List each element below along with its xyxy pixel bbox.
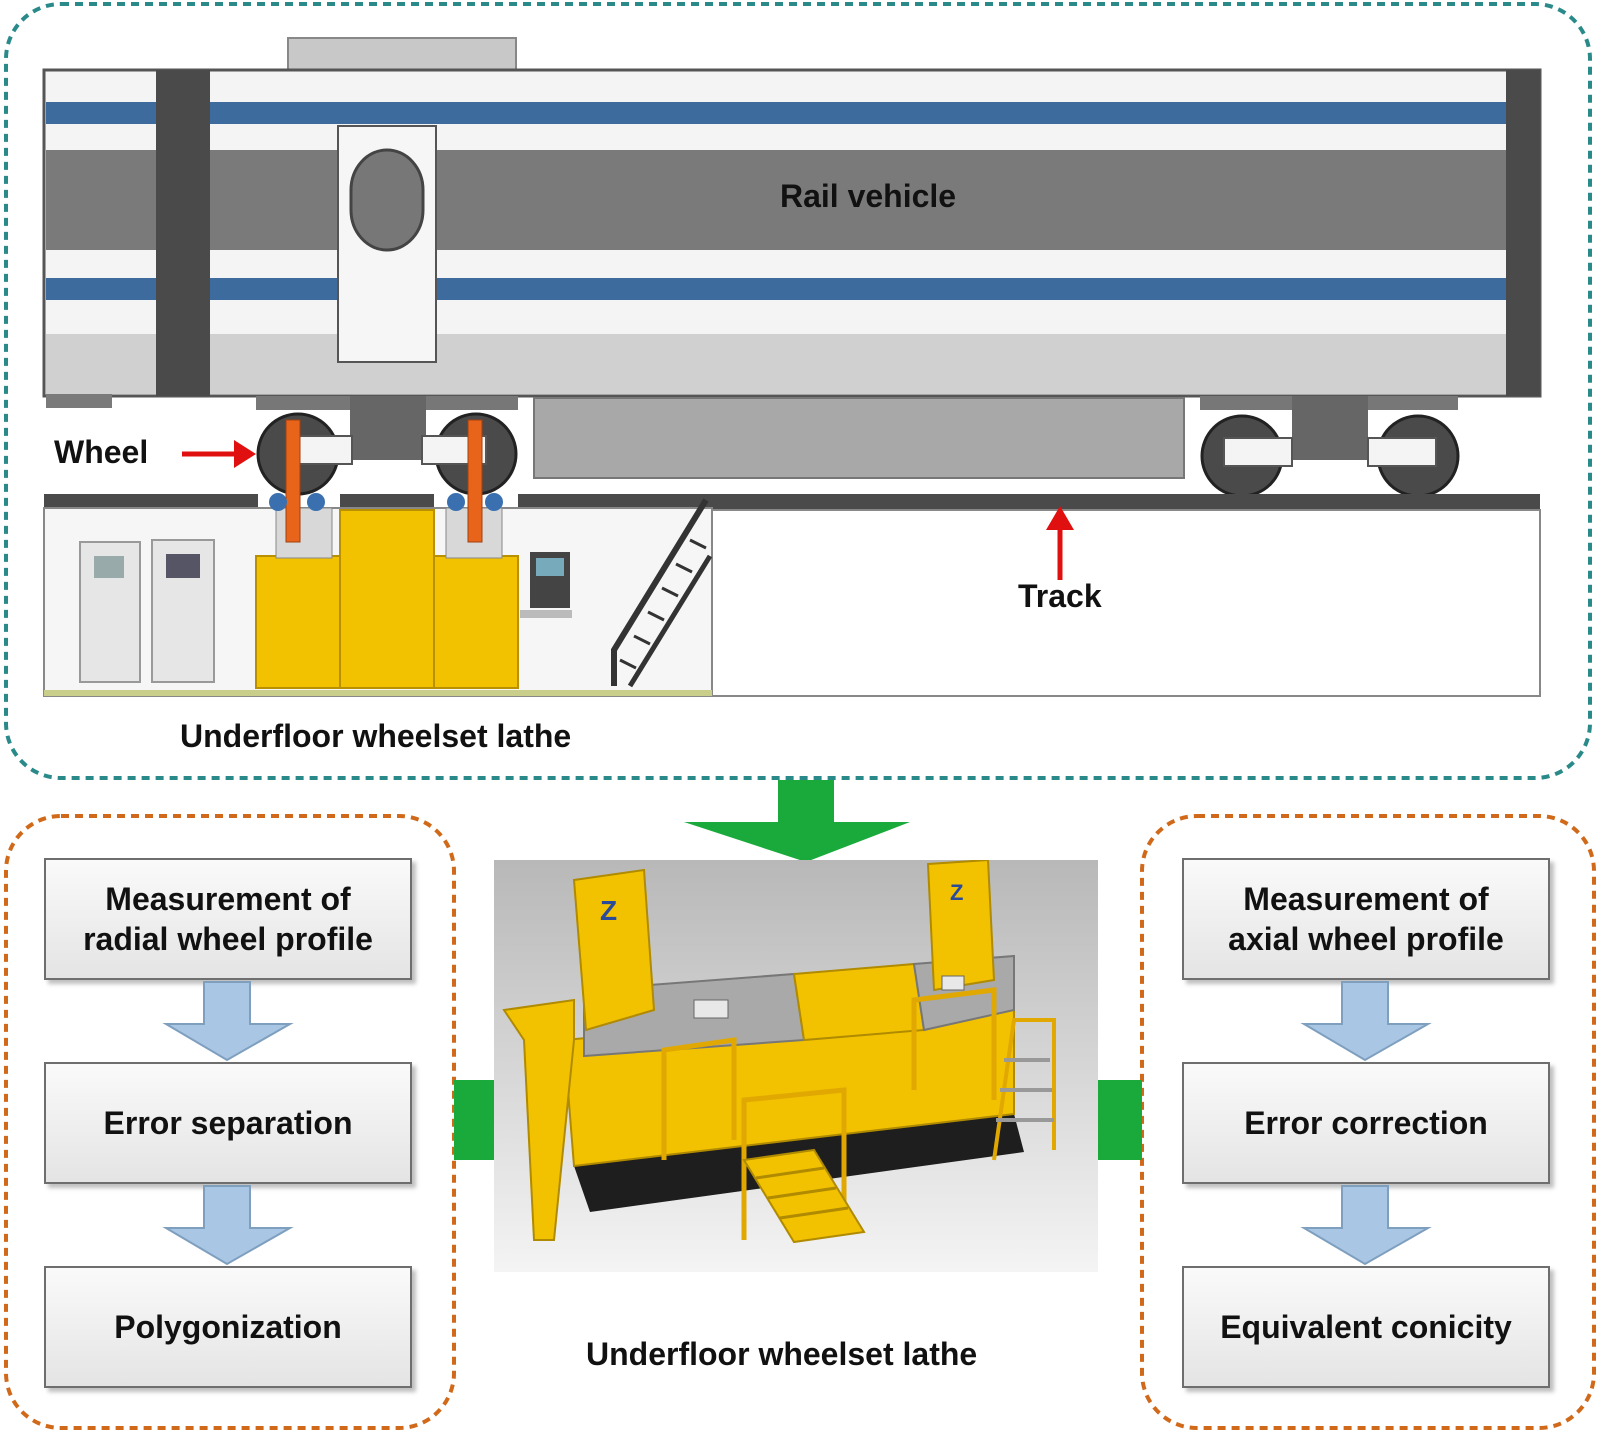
rail-vehicle-illustration: [42, 37, 1542, 697]
track-right: [518, 494, 1540, 510]
cabinet-2-screen: [166, 554, 200, 578]
stairs-rail: [627, 554, 713, 688]
body-end-pillar: [1506, 70, 1540, 396]
wheel-label: Wheel: [54, 434, 149, 470]
door-window: [349, 148, 425, 252]
console-stand: [520, 610, 572, 618]
axlebox-4: [1367, 437, 1437, 467]
roller-3: [447, 493, 465, 511]
roller-2: [307, 493, 325, 511]
front-stairs: [742, 1148, 866, 1244]
cutting-tool-left: [285, 419, 301, 543]
lathe-support-left: [275, 507, 333, 559]
handrail-right: [911, 987, 997, 1100]
handrail-center: [741, 1087, 847, 1240]
top-panel-border: [4, 2, 1592, 780]
console-screen: [536, 558, 564, 576]
roller-4: [485, 493, 503, 511]
upper-blue-stripe: [46, 102, 1506, 124]
lathe-block-right: [433, 555, 519, 689]
cabinet-1-screen: [94, 556, 124, 578]
track-middle: [340, 494, 434, 508]
wheel-arrow-head: [234, 440, 256, 468]
handrail-left: [661, 1037, 737, 1160]
right-bogie-center: [1292, 396, 1368, 460]
side-arm: [502, 998, 575, 1241]
green-arrow-down: [684, 780, 910, 862]
track-label: Track: [1018, 578, 1102, 614]
box-axial-measurement: Measurement of axial wheel profile: [1182, 858, 1550, 980]
control-panel: [693, 999, 729, 1019]
axlebox-3: [1223, 437, 1293, 467]
underframe-box: [533, 397, 1185, 479]
rail-vehicle-label: Rail vehicle: [780, 178, 957, 214]
box-equivalent-conicity: Equivalent conicity: [1182, 1266, 1550, 1388]
box-error-correction: Error correction: [1182, 1062, 1550, 1184]
column-left: [572, 868, 656, 1032]
control-panel-2: [941, 975, 965, 991]
center-lathe-caption: Underfloor wheelset lathe: [586, 1336, 978, 1372]
body-bottom-band: [46, 334, 1506, 394]
lathe-block-left: [255, 555, 343, 689]
roof-unit: [287, 37, 517, 73]
logo-left: Z: [600, 895, 617, 926]
pit-stairs: [611, 498, 709, 686]
flow-arrow-left-2: [162, 1185, 294, 1266]
lathe-block-center: [339, 509, 435, 689]
body-grey-band: [46, 150, 1506, 250]
flow-arrow-right-2: [1300, 1185, 1432, 1266]
roller-1: [269, 493, 287, 511]
pit-floor-line: [44, 690, 712, 696]
box-error-separation: Error separation: [44, 1062, 412, 1184]
body-pillar: [156, 70, 210, 396]
top-lathe-label: Underfloor wheelset lathe: [180, 718, 572, 754]
track-arrow-head: [1046, 506, 1074, 530]
lathe-machine-image: Z Z: [494, 860, 1098, 1272]
flow-arrow-right-1: [1300, 981, 1432, 1062]
track-left: [44, 494, 258, 508]
box-polygonization: Polygonization: [44, 1266, 412, 1388]
left-bogie-center: [350, 396, 426, 460]
floor-block: [711, 509, 1541, 697]
coupler-step: [46, 394, 112, 408]
box-radial-measurement: Measurement of radial wheel profile: [44, 858, 412, 980]
flow-arrow-left-1: [162, 981, 294, 1062]
logo-right: Z: [950, 880, 963, 905]
cutting-tool-right: [467, 419, 483, 543]
column-right: [926, 860, 996, 992]
